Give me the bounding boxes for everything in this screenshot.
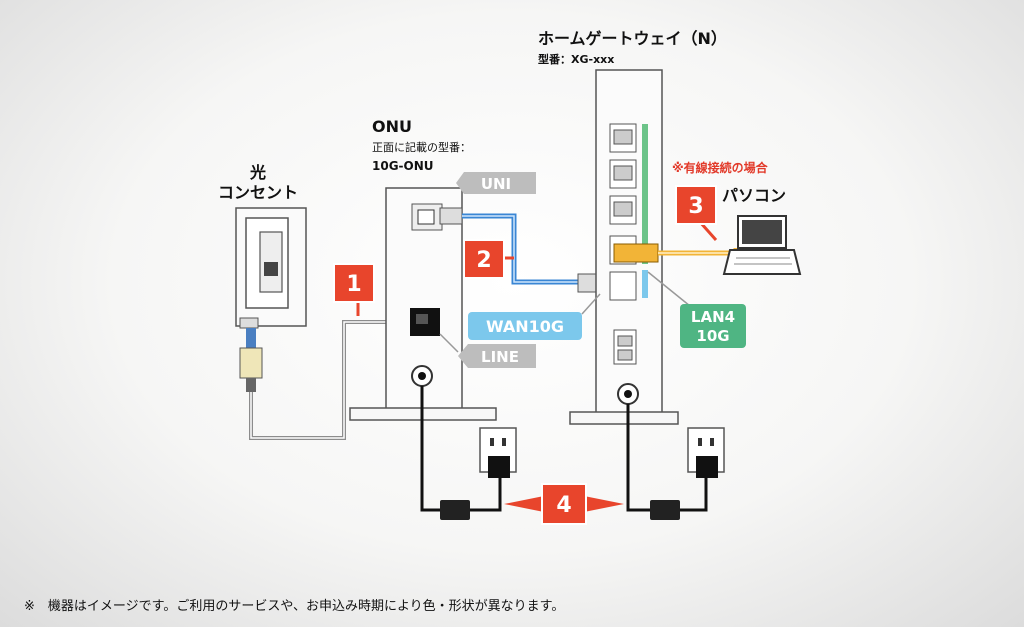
onu-device [349,187,497,421]
laptop-icon [722,215,802,275]
lan4-label-line2: 10G [696,327,729,345]
step-1-badge: 1 [333,263,375,316]
uni-label: UNI [481,175,511,193]
onu-title: ONU [372,117,412,136]
step-1-number: 1 [346,272,361,297]
lan4-label-line1: LAN4 [691,308,735,326]
wired-note: ※有線接続の場合 [672,160,769,175]
step-2-number: 2 [476,248,491,273]
step-4-number: 4 [556,493,571,518]
uni-badge: UNI [456,172,536,194]
power-outlet-left [479,427,517,478]
lan4-badge: LAN4 10G [647,271,746,348]
yellow-lan-cable [613,243,739,263]
gateway-title: ホームゲートウェイ（N） [538,29,727,48]
onu-model-label: 正面に記載の型番： [372,140,471,154]
power-outlet-right [687,427,725,478]
fiber-connector [239,328,263,392]
wan10g-label: WAN10G [486,317,564,336]
onu-power-adapter [440,500,470,520]
step-2-badge: 2 [463,239,514,279]
outlet-title-line2: コンセント [218,183,298,202]
step-3-number: 3 [688,194,703,219]
footer-note: ※ 機器はイメージです。ご利用のサービスや、お申込み時期により色・形状が異なりま… [24,598,564,614]
outlet-title-line1: 光 [249,163,266,182]
gateway-power-adapter [650,500,680,520]
step-3-badge: 3 [675,185,718,241]
optical-outlet [235,207,307,329]
gateway-model: 型番：XG-xxx [538,52,614,66]
wan10g-badge: WAN10G [468,293,601,340]
step-4-badge: 4 [504,483,624,525]
onu-model: 10G-ONU [372,159,434,173]
pc-label: パソコン [722,186,786,205]
line-badge: LINE [458,344,536,368]
line-label: LINE [481,348,519,366]
